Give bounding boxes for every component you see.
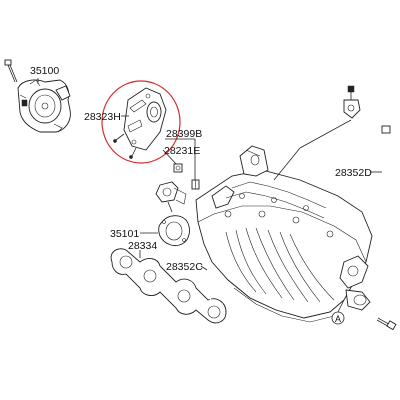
gasket-28334[interactable] bbox=[110, 248, 227, 324]
leader-28231E bbox=[162, 149, 179, 167]
leader-28352C bbox=[200, 265, 208, 271]
highlight-circle bbox=[101, 80, 181, 164]
hose-28352C[interactable] bbox=[205, 268, 223, 306]
label-28352C: 28352C bbox=[166, 261, 203, 273]
label-28399B: 28399B bbox=[166, 128, 202, 140]
label-35101: 35101 bbox=[110, 228, 139, 240]
throttle-body-35100[interactable] bbox=[4, 59, 71, 133]
fitting-28231E[interactable] bbox=[173, 163, 183, 173]
label-28352D: 28352D bbox=[335, 167, 372, 179]
bolt-top-left bbox=[4, 59, 18, 83]
label-28334: 28334 bbox=[128, 240, 157, 252]
gasket-35101[interactable] bbox=[158, 215, 190, 247]
label-35100: 35100 bbox=[30, 65, 59, 77]
label-28231E: 28231E bbox=[164, 145, 200, 157]
leader-upper-sensor bbox=[299, 119, 352, 149]
actuator-28323H[interactable] bbox=[113, 87, 167, 159]
fitting-28399B[interactable] bbox=[191, 179, 200, 190]
sensor-connector[interactable] bbox=[155, 181, 187, 213]
label-A: A bbox=[335, 314, 341, 324]
label-28323H: 28323H bbox=[84, 111, 121, 123]
sensor-upper-right[interactable] bbox=[343, 85, 361, 119]
hose-28352D[interactable] bbox=[371, 125, 392, 223]
bolt-bottom-right[interactable] bbox=[376, 317, 397, 331]
intake-manifold[interactable] bbox=[195, 145, 373, 323]
